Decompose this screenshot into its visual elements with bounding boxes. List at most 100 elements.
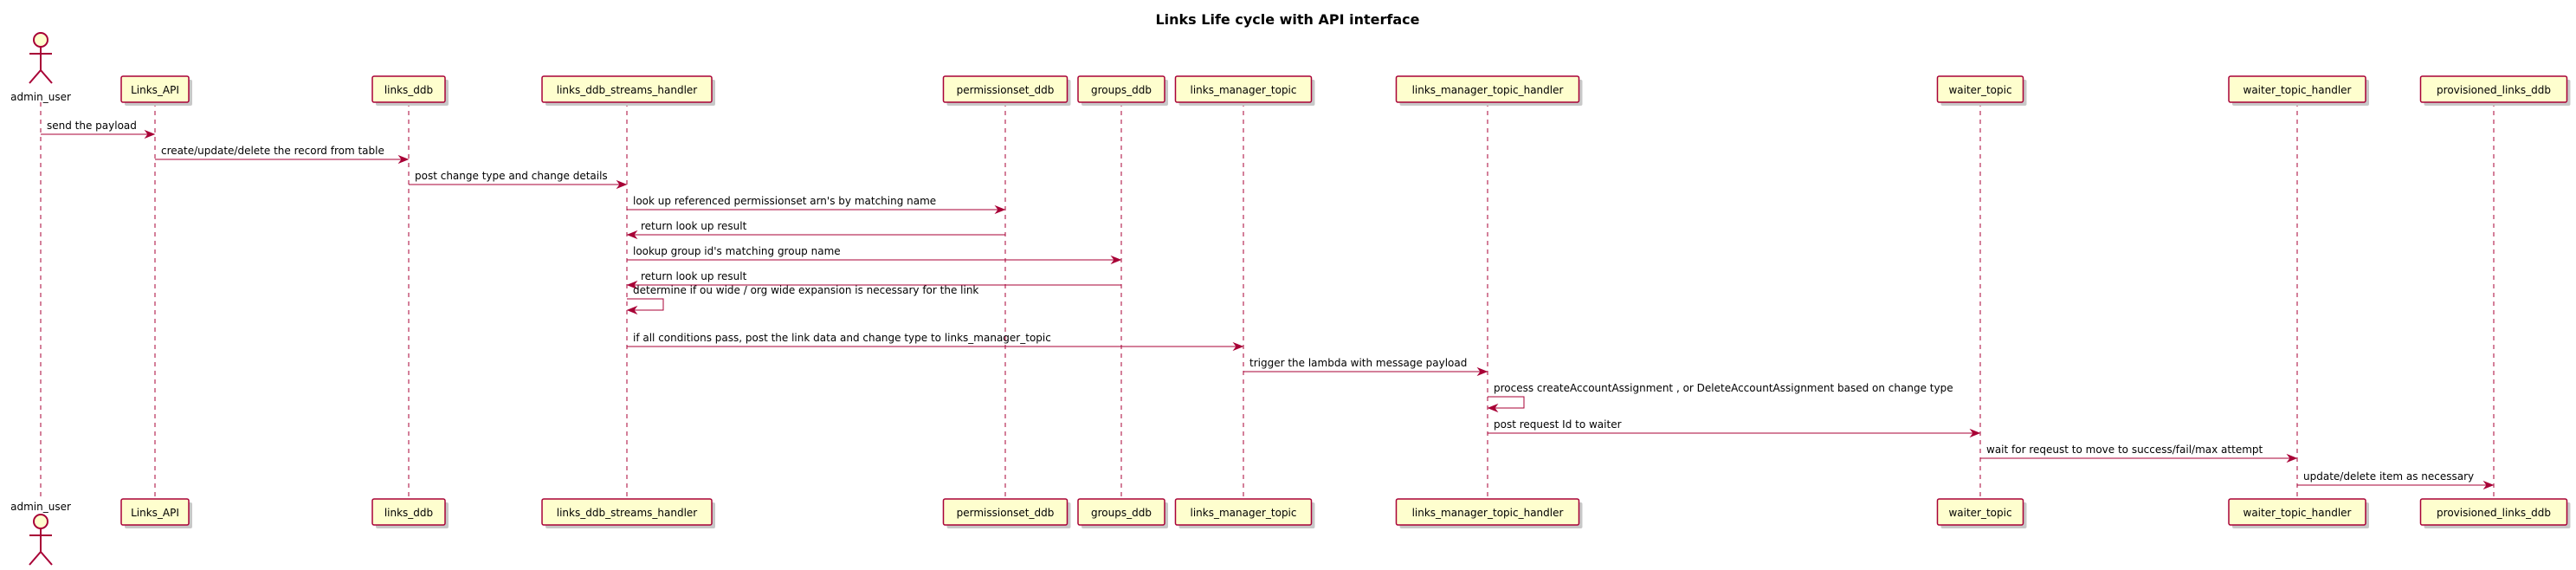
message-label: post request Id to waiter [1494,418,1622,431]
participant-bottom-links_ddb: links_ddb [371,498,449,528]
message-7: return look up result [626,270,1121,290]
participant-bottom-Links_API: Links_API [120,498,192,528]
arrow-head [1969,428,1981,438]
participant-box [120,498,190,526]
arrow-head [1110,255,1122,265]
message-label: if all conditions pass, post the link da… [633,332,1051,344]
participant-top-admin_user: admin_user [10,32,71,103]
message-label: trigger the lambda with message payload [1249,357,1467,369]
message-label: look up referenced permissionset arn's b… [633,195,936,207]
participant-box [1936,75,2024,103]
message-label: return look up result [641,270,747,282]
message-label: send the payload [47,120,137,132]
participant-top-provisioned_links_ddb: provisioned_links_ddb [2419,75,2571,106]
participant-bottom-groups_ddb: groups_ddb [1077,498,1168,528]
participant-label: provisioned_links_ddb [2437,507,2551,519]
participant-bottom-provisioned_links_ddb: provisioned_links_ddb [2419,498,2571,528]
arrow-head [397,154,410,165]
participant-top-links_ddb_streams_handler: links_ddb_streams_handler [541,75,715,106]
participant-bottom-waiter_topic_handler: waiter_topic_handler [2228,498,2369,528]
actor-leg-left [29,69,42,84]
participants: admin_useradmin_userLinks_APILinks_APIli… [10,32,2571,566]
participant-label: waiter_topic [1948,507,2011,519]
message-11: process createAccountAssignment , or Del… [1487,382,1953,413]
participant-top-links_manager_topic: links_manager_topic [1174,75,1315,106]
participant-box [371,498,446,526]
participant-box [120,75,190,103]
participant-label: links_ddb [384,84,433,96]
participant-label: groups_ddb [1091,84,1152,96]
message-3: post change type and change details [409,170,628,190]
participant-label: groups_ddb [1091,507,1152,519]
self-message-line [1488,396,1525,409]
participant-label: waiter_topic [1948,84,2011,96]
participant-box [2228,498,2366,526]
participant-top-groups_ddb: groups_ddb [1077,75,1168,106]
arrow-head [2482,480,2495,490]
message-label: update/delete item as necessary [2303,470,2474,483]
message-12: post request Id to waiter [1488,418,1981,438]
participant-box [371,75,446,103]
message-10: trigger the lambda with message payload [1243,357,1488,377]
actor-leg-right [40,69,53,84]
participant-box [2228,75,2366,103]
participant-bottom-waiter_topic: waiter_topic [1936,498,2027,528]
participant-label: links_manager_topic [1190,507,1296,519]
participant-box [2419,75,2568,103]
message-9: if all conditions pass, post the link da… [627,332,1244,352]
message-label: post change type and change details [415,170,608,182]
message-label: return look up result [641,220,747,232]
message-4: look up referenced permissionset arn's b… [627,195,1006,215]
participant-box [1395,75,1580,103]
message-8: determine if ou wide / org wide expansio… [626,284,978,315]
message-label: wait for reqeust to move to success/fail… [1986,444,2263,456]
participant-label: waiter_topic_handler [2244,84,2352,96]
participant-box [942,498,1068,526]
message-13: wait for reqeust to move to success/fail… [1980,444,2298,463]
participant-top-links_manager_topic_handler: links_manager_topic_handler [1395,75,1583,106]
participant-box [1395,498,1580,526]
arrow-head [626,305,638,315]
participant-bottom-admin_user: admin_user [10,501,71,566]
participant-box [541,75,713,103]
participant-label: links_ddb_streams_handler [557,84,698,96]
participant-label: admin_user [10,501,71,513]
actor-head [33,514,48,529]
message-6: lookup group id's matching group name [627,245,1122,265]
participant-label: admin_user [10,91,71,103]
participant-top-Links_API: Links_API [120,75,192,106]
participant-label: links_manager_topic_handler [1412,84,1564,96]
arrow-head [616,179,628,190]
arrow-head [1232,341,1244,352]
message-label: determine if ou wide / org wide expansio… [633,284,978,296]
participant-top-links_ddb: links_ddb [371,75,449,106]
participant-bottom-permissionset_ddb: permissionset_ddb [942,498,1071,528]
lifelines [40,102,2495,499]
participant-top-waiter_topic_handler: waiter_topic_handler [2228,75,2369,106]
participant-label: links_manager_topic [1190,84,1296,96]
participant-label: permissionset_ddb [957,507,1055,519]
message-label: create/update/delete the record from tab… [161,145,384,157]
participant-box [1936,498,2024,526]
participant-top-waiter_topic: waiter_topic [1936,75,2027,106]
participant-label: links_manager_topic_handler [1412,507,1564,519]
arrow-head [144,129,156,139]
arrow-head [626,230,638,240]
message-1: send the payload [41,120,156,139]
message-label: lookup group id's matching group name [633,245,841,257]
participant-label: Links_API [131,507,179,519]
participant-bottom-links_manager_topic: links_manager_topic [1174,498,1315,528]
actor-leg-right [40,551,53,566]
self-message-line [627,298,664,311]
participant-label: links_ddb [384,507,433,519]
participant-box [1077,498,1165,526]
participant-box [1174,75,1313,103]
arrow-head [2286,453,2298,463]
messages: send the payload create/update/delete the… [41,120,2495,490]
participant-bottom-links_ddb_streams_handler: links_ddb_streams_handler [541,498,715,528]
participant-box [2419,498,2568,526]
arrow-head [1487,403,1499,413]
participant-label: provisioned_links_ddb [2437,84,2551,96]
arrow-head [626,280,638,290]
